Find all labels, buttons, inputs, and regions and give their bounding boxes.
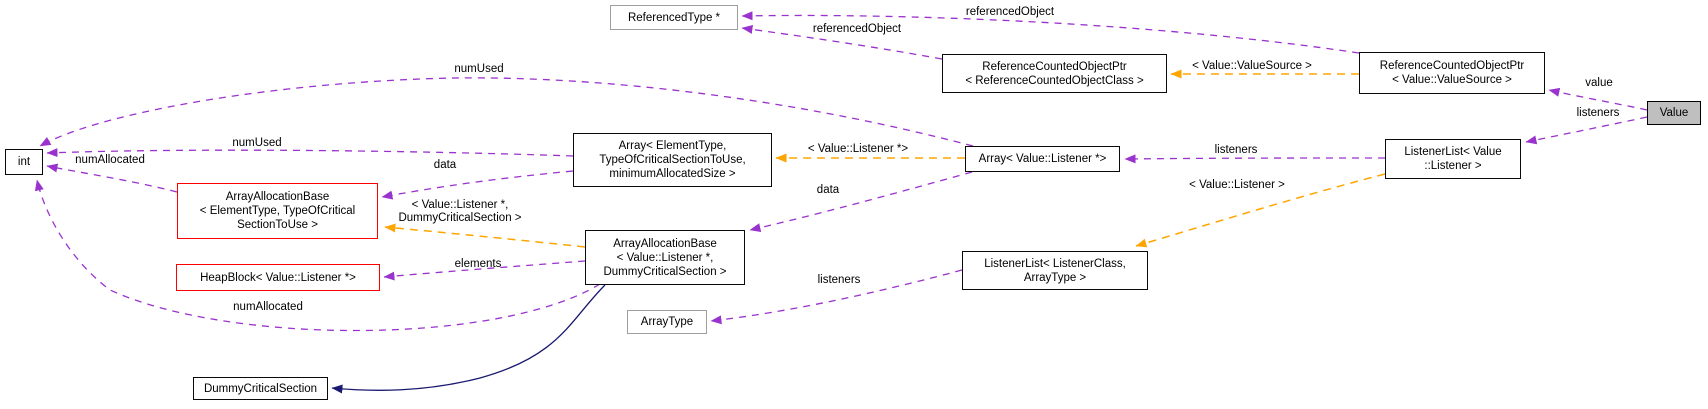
node-referencecountedobjectptr-valuesource[interactable]: ReferenceCountedObjectPtr < Value::Value… [1359, 52, 1545, 94]
edge-numused-top [39, 77, 974, 147]
node-value[interactable]: Value [1647, 101, 1701, 125]
node-line: < ReferenceCountedObjectClass > [965, 74, 1144, 87]
node-line: < Value::Listener *, [616, 251, 714, 264]
edge-label-numallocated-upper: numAllocated [75, 154, 145, 166]
node-heapblock[interactable]: HeapBlock< Value::Listener *> [176, 264, 380, 291]
node-array-generic[interactable]: Array< ElementType, TypeOfCriticalSectio… [573, 133, 772, 187]
node-arraytype: ArrayType [627, 310, 707, 334]
edge-label-template-valuesource: < Value::ValueSource > [1192, 60, 1312, 72]
node-listenerlist-value-listener[interactable]: ListenerList< Value ::Listener > [1385, 139, 1521, 179]
node-line: ReferenceCountedObjectPtr [1379, 60, 1525, 72]
node-int-label: int [17, 156, 31, 168]
edge-label-numused-top: numUsed [454, 63, 504, 75]
edge-label-template-listenerlist: < Value::Listener > [1189, 179, 1285, 191]
node-line: Array< ElementType, [618, 140, 727, 152]
edge-data-upper [381, 170, 574, 200]
edge-label-numused-mid: numUsed [232, 137, 282, 149]
edge-label-template-aab: < Value::Listener *, DummyCriticalSectio… [398, 199, 521, 225]
edge-label-data-upper: data [433, 159, 457, 171]
edge-label-data-lower: data [816, 184, 840, 196]
edge-template-aab [384, 223, 586, 248]
edge-label-listeners-mid: listeners [1214, 144, 1258, 156]
node-array-value-listener-label: Array< Value::Listener *> [978, 153, 1107, 165]
node-line: ArrayType > [1023, 271, 1087, 284]
edge-numallocated-upper [46, 163, 178, 193]
edge-listeners-lower [710, 269, 963, 325]
edge-label-value: value [1585, 77, 1613, 89]
node-arrayallocationbase-generic[interactable]: ArrayAllocationBase < ElementType, TypeO… [177, 183, 378, 239]
node-line: < ElementType, TypeOfCritical [199, 205, 356, 217]
node-line: ReferenceCountedObjectPtr [982, 60, 1127, 73]
edge-listeners-value [1525, 116, 1648, 145]
edge-listeners-mid [1124, 154, 1386, 164]
edge-numused-mid [46, 148, 574, 158]
edge-label-elements: elements [454, 258, 502, 270]
node-value-label: Value [1659, 107, 1689, 119]
edge-label-template-aab-line1: < Value::Listener *, [411, 199, 509, 211]
node-listenerlist-generic[interactable]: ListenerList< ListenerClass, ArrayType > [962, 251, 1148, 290]
node-referenced-type: ReferencedType * [610, 5, 738, 30]
edge-inheritance-dummycriticalsection [331, 284, 606, 394]
node-line: SectionToUse > [237, 219, 318, 231]
edge-label-listeners-lower: listeners [817, 274, 861, 286]
edge-data-lower [749, 171, 973, 233]
edge-label-listeners-value: listeners [1576, 107, 1620, 119]
edge-referencedobject-long [741, 11, 1360, 54]
node-dummycriticalsection-label: DummyCriticalSection [203, 382, 318, 395]
node-array-value-listener[interactable]: Array< Value::Listener *> [965, 146, 1120, 172]
node-referenced-type-label: ReferencedType * [627, 11, 721, 24]
node-referencecountedobjectptr-class[interactable]: ReferenceCountedObjectPtr < ReferenceCou… [942, 54, 1167, 93]
edge-label-numallocated-lower: numAllocated [233, 301, 303, 313]
node-line: DummyCriticalSection > [603, 265, 727, 278]
node-line: ::Listener > [1424, 160, 1482, 172]
node-line: < Value::ValueSource > [1392, 74, 1512, 86]
edge-label-template-array: < Value::Listener *> [807, 143, 909, 155]
node-line: ArrayAllocationBase [613, 237, 717, 250]
node-line: TypeOfCriticalSectionToUse, [599, 154, 746, 166]
node-arraytype-label: ArrayType [640, 316, 694, 328]
node-line: ListenerList< ListenerClass, [984, 257, 1126, 270]
node-line: ListenerList< Value [1404, 146, 1502, 158]
node-line: ArrayAllocationBase [225, 191, 330, 203]
edge-referencedobject-mid [741, 24, 943, 60]
node-dummycriticalsection[interactable]: DummyCriticalSection [193, 377, 328, 400]
edge-template-listenerlist [1135, 173, 1386, 248]
node-arrayallocationbase-listener[interactable]: ArrayAllocationBase < Value::Listener *,… [585, 230, 745, 285]
node-line: minimumAllocatedSize > [609, 168, 736, 180]
node-int[interactable]: int [5, 149, 43, 175]
edge-label-referencedobject-top: referencedObject [965, 6, 1055, 18]
node-heapblock-label: HeapBlock< Value::Listener *> [200, 271, 356, 284]
edge-label-referencedobject-mid: referencedObject [812, 23, 902, 35]
edge-label-template-aab-line2: DummyCriticalSection > [398, 212, 522, 224]
